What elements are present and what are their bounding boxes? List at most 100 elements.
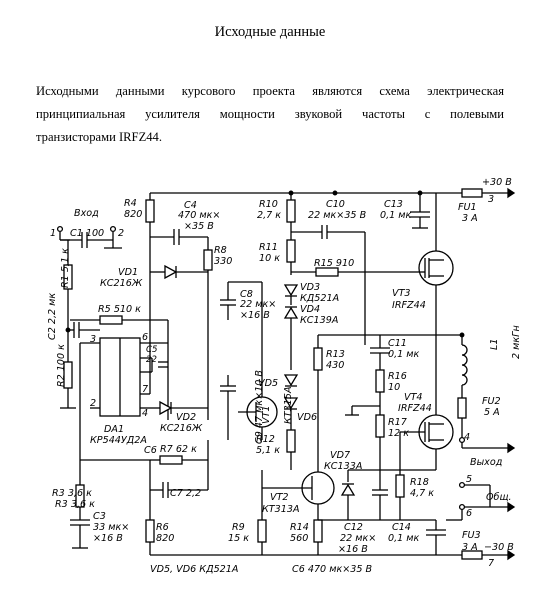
svg-text:VD6: VD6	[297, 412, 317, 423]
svg-text:3 А: 3 А	[462, 213, 478, 224]
r3-c3	[70, 460, 90, 549]
svg-text:2: 2	[90, 398, 96, 409]
svg-text:R15 910: R15 910	[314, 258, 354, 269]
top-rail	[150, 187, 516, 199]
c2-capacitor	[68, 322, 100, 338]
r8-resistor	[203, 249, 213, 420]
svg-text:VD2: VD2	[176, 412, 196, 423]
svg-text:FU3: FU3	[462, 530, 481, 541]
svg-text:КС133А: КС133А	[324, 461, 362, 472]
vd2-zener	[150, 400, 208, 416]
vt3-transistor	[410, 193, 454, 292]
r9-resistor	[257, 470, 267, 555]
vt2-transistor	[262, 400, 335, 520]
svg-text:R18: R18	[410, 477, 429, 488]
l1-fu2	[457, 335, 468, 444]
svg-text:IRFZ44: IRFZ44	[392, 300, 426, 311]
svg-text:10 к: 10 к	[259, 253, 280, 264]
c9-capacitor	[220, 375, 236, 440]
svg-text:10: 10	[388, 382, 400, 393]
svg-text:0,1 мк: 0,1 мк	[380, 210, 412, 221]
vd1-zener	[150, 264, 208, 280]
svg-text:C9 47 мк×10 В: C9 47 мк×10 В	[254, 370, 265, 444]
svg-text:КТ315А: КТ315А	[283, 386, 294, 424]
svg-text:FU2: FU2	[482, 396, 501, 407]
svg-text:R3 3,6 к: R3 3,6 к	[55, 499, 95, 510]
svg-text:22 мк×: 22 мк×	[340, 533, 376, 544]
page-title: Исходные данные	[214, 24, 326, 40]
svg-text:R8: R8	[214, 245, 227, 256]
svg-text:C12: C12	[344, 522, 363, 533]
svg-text:×16 В: ×16 В	[93, 533, 123, 544]
svg-text:VT2: VT2	[270, 492, 289, 503]
svg-text:0,1 мк: 0,1 мк	[388, 349, 420, 360]
svg-text:7: 7	[142, 384, 149, 395]
svg-text:2: 2	[118, 228, 124, 239]
svg-text:IRFZ44: IRFZ44	[398, 403, 432, 414]
intro-paragraph: Исходными данными курсового проекта явля…	[36, 80, 504, 149]
svg-text:VT4: VT4	[404, 392, 423, 403]
svg-text:C4: C4	[184, 200, 197, 211]
c4-capacitor	[150, 229, 209, 250]
svg-text:КТ313А: КТ313А	[262, 504, 300, 515]
svg-text:R13: R13	[326, 349, 345, 360]
svg-text:12 к: 12 к	[388, 428, 409, 439]
svg-text:4: 4	[464, 432, 470, 443]
svg-text:C13: C13	[384, 199, 403, 210]
svg-text:VD7: VD7	[330, 450, 351, 461]
svg-text:C6 470 мк×35 В: C6 470 мк×35 В	[292, 564, 372, 575]
svg-text:−30 В: −30 В	[484, 542, 514, 553]
da1-opamp	[79, 300, 168, 460]
svg-text:22: 22	[146, 355, 157, 365]
svg-text:VD5: VD5	[258, 378, 278, 389]
r12-resistor	[286, 429, 296, 470]
vt1-transistor	[238, 282, 278, 440]
svg-text:FU1: FU1	[458, 202, 477, 213]
c8-capacitor	[220, 281, 262, 320]
svg-text:22 мк×: 22 мк×	[240, 299, 276, 310]
svg-text:КС216Ж: КС216Ж	[160, 423, 203, 434]
svg-text:3: 3	[90, 334, 96, 345]
svg-text:R9: R9	[232, 522, 245, 533]
r15-resistor	[291, 267, 410, 277]
paragraph-line-3: транзисторами IRFZ44.	[36, 130, 162, 144]
svg-text:5 А: 5 А	[484, 407, 500, 418]
feedback-network	[80, 440, 209, 498]
svg-text:R2 100 к: R2 100 к	[56, 344, 67, 387]
svg-text:R16: R16	[388, 371, 407, 382]
svg-text:R4: R4	[124, 198, 137, 209]
common-terminals	[446, 442, 516, 521]
svg-text:VD3: VD3	[300, 282, 320, 293]
c5-capacitor	[151, 358, 168, 372]
svg-text:Вход: Вход	[74, 208, 99, 219]
svg-text:КР544УД2А: КР544УД2А	[90, 435, 147, 446]
vd3-vd4	[283, 284, 299, 370]
vt4-transistor	[400, 335, 454, 470]
svg-text:VD5, VD6 КД521А: VD5, VD6 КД521А	[150, 564, 238, 575]
svg-text:330: 330	[214, 256, 232, 267]
svg-text:VD4: VD4	[300, 304, 320, 315]
vd5-vd6	[283, 374, 299, 430]
svg-text:470 мк×: 470 мк×	[178, 210, 220, 221]
svg-text:×35 В: ×35 В	[184, 221, 214, 232]
svg-text:5,1 к: 5,1 к	[256, 445, 280, 456]
r6-resistor	[145, 490, 155, 555]
svg-text:4,7 к: 4,7 к	[410, 488, 434, 499]
svg-text:7: 7	[488, 558, 495, 569]
svg-text:КС139А: КС139А	[300, 315, 338, 326]
c14-capacitor	[426, 520, 446, 555]
svg-text:R7 62 к: R7 62 к	[160, 444, 197, 455]
svg-text:×16 В: ×16 В	[240, 310, 270, 321]
svg-text:33 мк×: 33 мк×	[93, 522, 129, 533]
svg-text:C11: C11	[388, 338, 407, 349]
svg-text:4: 4	[142, 408, 148, 419]
svg-text:22 мк×35 В: 22 мк×35 В	[308, 210, 366, 221]
svg-text:R14: R14	[290, 522, 309, 533]
svg-text:VD1: VD1	[118, 267, 138, 278]
svg-text:C1 100: C1 100	[70, 228, 104, 239]
svg-text:15 к: 15 к	[228, 533, 249, 544]
c11-r16-r17	[345, 335, 390, 475]
svg-text:C3: C3	[93, 511, 106, 522]
svg-text:C14: C14	[392, 522, 411, 533]
